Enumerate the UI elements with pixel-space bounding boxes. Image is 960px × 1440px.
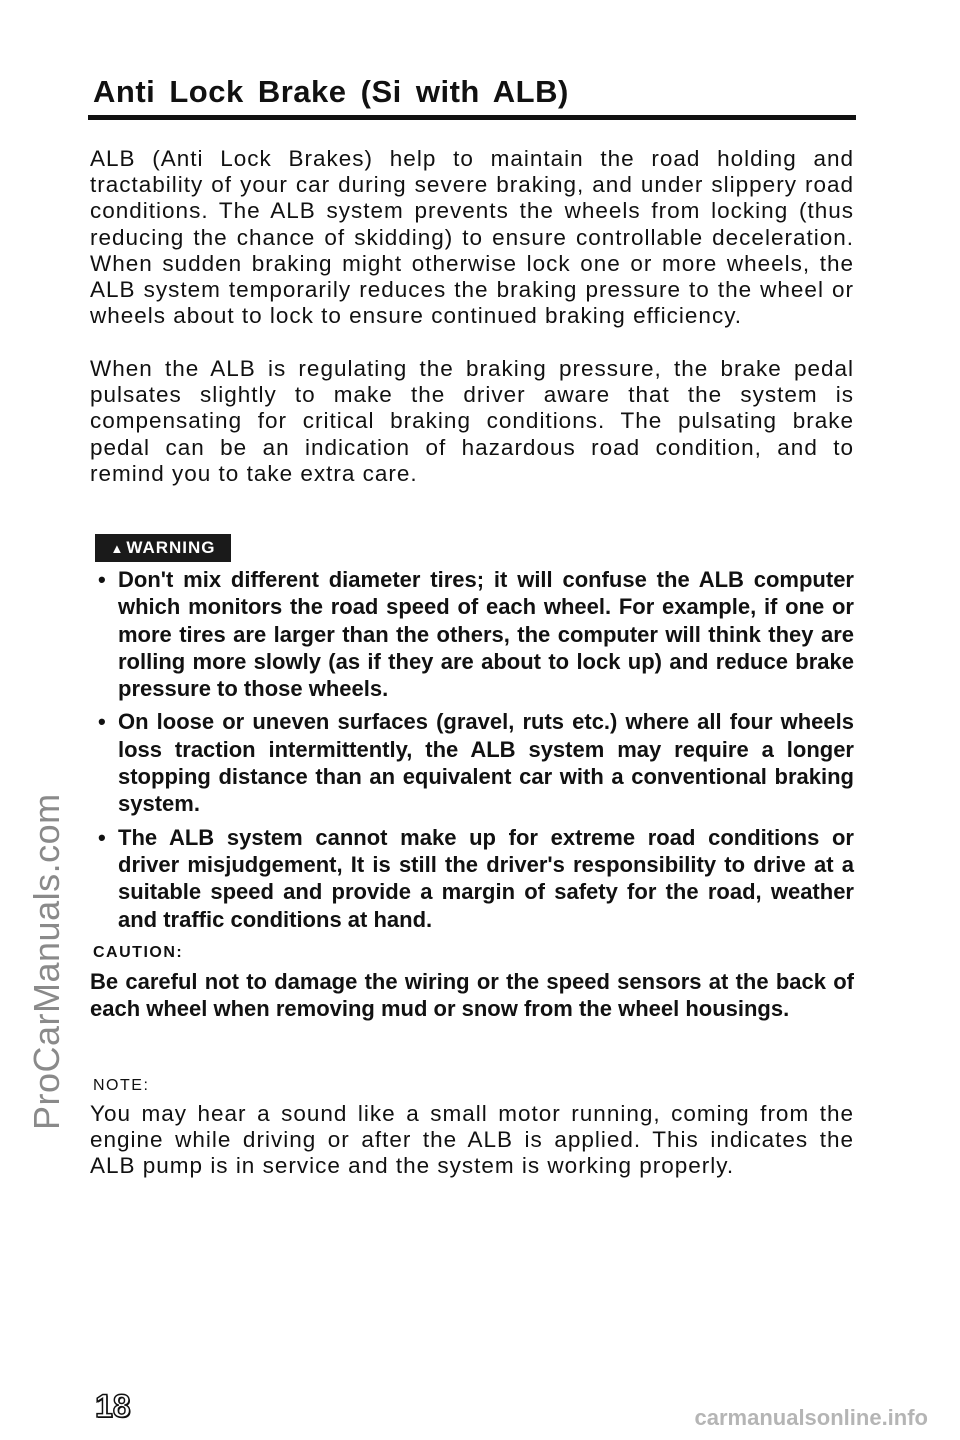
warning-item-text: The ALB system cannot make up for extrem… <box>118 824 854 932</box>
page-number: 18 <box>94 1387 131 1425</box>
caution-label: CAUTION: <box>93 944 184 961</box>
warning-item-mixed-tires: • Don't mix different diameter tires; it… <box>96 566 854 702</box>
bullet-icon: • <box>98 709 106 735</box>
bullet-icon: • <box>98 824 106 850</box>
warning-item-driver-responsibility: • The ALB system cannot make up for extr… <box>96 824 854 933</box>
warning-item-text: Don't mix different diameter tires; it w… <box>118 567 854 702</box>
intro-paragraph-2: When the ALB is regulating the braking p… <box>90 356 854 486</box>
page-title: Anti Lock Brake (Si with ALB) <box>93 74 569 109</box>
warning-badge: ▲ WARNING <box>95 534 231 562</box>
warning-item-text: On loose or uneven surfaces (gravel, rut… <box>118 709 854 817</box>
side-watermark: ProCarManuals.com <box>26 793 67 1130</box>
warning-badge-label: WARNING <box>126 538 216 557</box>
warning-item-loose-surfaces: • On loose or uneven surfaces (gravel, r… <box>96 708 854 817</box>
intro-paragraph-1: ALB (Anti Lock Brakes) help to maintain … <box>90 146 854 329</box>
title-divider <box>88 115 856 120</box>
note-text: You may hear a sound like a small motor … <box>90 1101 854 1179</box>
warning-triangle-icon: ▲ <box>110 540 125 556</box>
note-label: NOTE: <box>93 1077 150 1094</box>
footer-watermark: carmanualsonline.info <box>694 1405 929 1430</box>
warning-list: • Don't mix different diameter tires; it… <box>96 566 854 939</box>
caution-text: Be careful not to damage the wiring or t… <box>90 969 854 1022</box>
bullet-icon: • <box>98 567 106 592</box>
